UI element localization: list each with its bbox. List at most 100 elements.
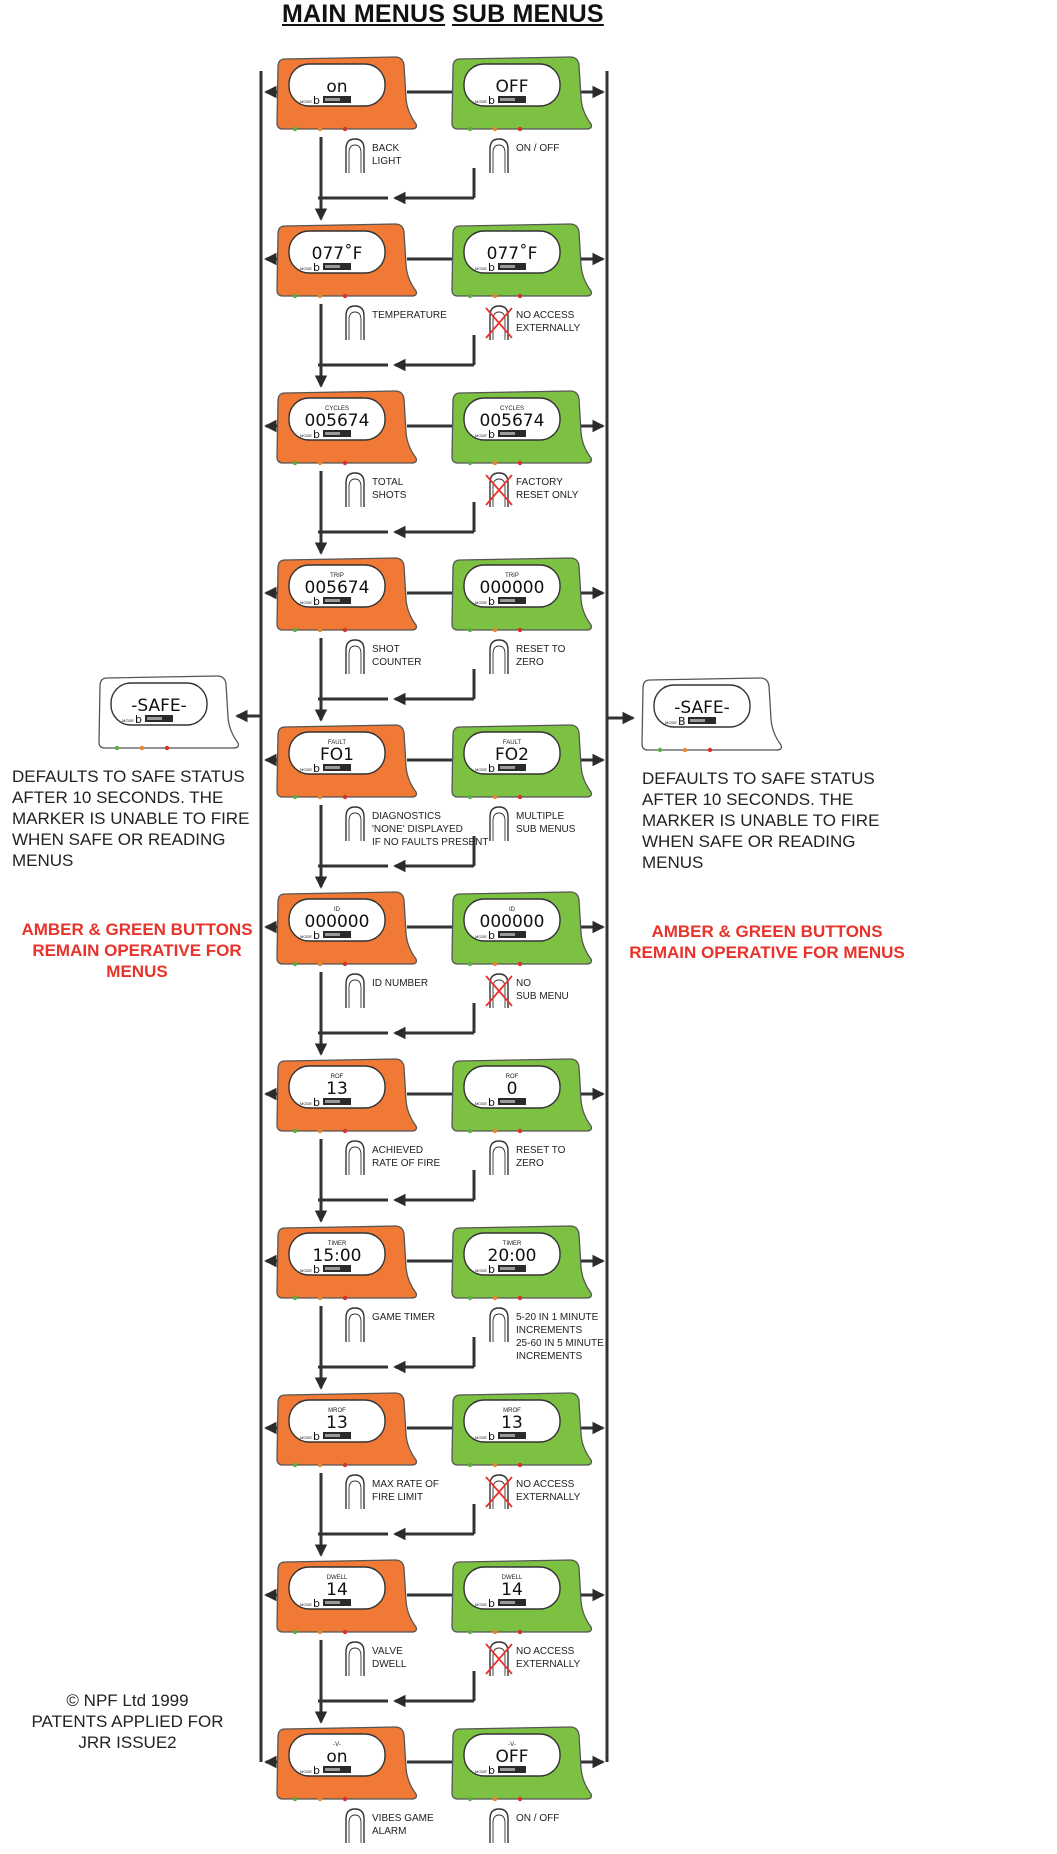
mode-label: MODE [475,767,487,772]
main-menu-caption: TEMPERATURE [372,310,447,321]
sub-menu-caption: NO ACCESS EXTERNALLY [516,310,581,334]
lcd-label: CYCLES [325,406,349,412]
lcd-label: FAULT [503,740,522,746]
press-button-icon [489,1140,509,1175]
lcd-value: 13 [501,1413,523,1433]
green-button-dot [292,1629,298,1635]
red-button-dot [517,627,523,633]
green-button-dot [292,1128,298,1134]
finger-inner [492,812,506,841]
battery-level [325,766,340,769]
mode-label: MODE [475,1602,487,1607]
mode-letter: b [313,762,320,775]
mode-letter: b [313,428,320,441]
amber-button-dot [317,126,323,132]
no-access-cross [485,975,513,1007]
lcd-screen [653,684,751,728]
lcd-value: -SAFE- [674,698,730,718]
finger-inner [348,1146,362,1175]
mode-label: MODE [475,1769,487,1774]
press-button-icon [345,1140,365,1175]
battery-level [500,1434,515,1437]
lcd-value: on [326,77,347,97]
red-button-dot [517,1462,523,1468]
finger-inner [492,1146,506,1175]
lcd-value: 077˚F [312,243,363,264]
mode-label: MODE [300,1268,312,1273]
lcd-label: ROF [506,1074,519,1080]
lcd-label: ROF [331,1074,344,1080]
mode-label: MODE [300,433,312,438]
battery-level [325,1100,340,1103]
lcd-value: 000000 [305,912,370,932]
left-safe-note: DEFAULTS TO SAFE STATUS AFTER 10 SECONDS… [12,767,250,870]
press-button-icon [345,639,365,674]
red-button-dot [517,1128,523,1134]
mode-letter: b [488,762,495,775]
copyright-credit: © NPF Ltd 1999 PATENTS APPLIED FOR JRR I… [0,1690,255,1753]
lcd-value: 15:00 [313,1246,362,1266]
mode-letter: b [488,1263,495,1276]
sub-menu-caption: NO ACCESS EXTERNALLY [516,1479,581,1503]
mode-label: MODE [475,433,487,438]
lcd-label: DWELL [327,1575,348,1581]
battery-level [500,1100,515,1103]
main-menu-caption: TOTAL SHOTS [372,477,407,501]
green-button-dot [292,1796,298,1802]
main-menu-caption: SHOT COUNTER [372,644,422,668]
green-button-dot [467,794,473,800]
lcd-label: DWELL [502,1575,523,1581]
mode-label: MODE [475,934,487,939]
green-button-dot [467,460,473,466]
main-menu-caption: DIAGNOSTICS 'NONE' DISPLAYED IF NO FAULT… [372,811,489,848]
lcd-value: 077˚F [487,243,538,264]
red-button-dot [517,961,523,967]
finger-inner [348,144,362,173]
green-button-dot [467,961,473,967]
no-access-icon [485,1641,513,1676]
red-button-dot [342,1295,348,1301]
red-button-dot [517,794,523,800]
finger-inner [348,812,362,841]
lcd-screen [288,1399,386,1443]
lcd-screen [463,731,561,775]
lcd-screen [463,1566,561,1610]
finger-inner [492,1814,506,1843]
green-button-dot [467,1629,473,1635]
mode-letter: b [313,94,320,107]
green-button-dot [292,293,298,299]
red-button-dot [517,293,523,299]
mode-letter: b [313,261,320,274]
battery-level [325,265,340,268]
press-button-icon [489,1307,509,1342]
sub-menu-caption: FACTORY RESET ONLY [516,477,579,501]
press-button-icon [489,1808,509,1843]
lcd-screen [463,397,561,441]
sub-menu-caption: RESET TO ZERO [516,1145,566,1169]
red-button-dot [342,794,348,800]
lcd-screen [288,1232,386,1276]
battery-level [500,599,515,602]
no-access-cross [485,307,513,339]
lcd-label: ID [334,907,341,913]
lcd-label: -V- [508,1742,516,1748]
green-button-dot [292,794,298,800]
amber-button-dot [317,460,323,466]
sub-menu-caption: NO ACCESS EXTERNALLY [516,1646,581,1670]
green-button-dot [292,1462,298,1468]
mode-label: MODE [300,266,312,271]
main-menu-caption: VIBES GAME ALARM [372,1813,434,1837]
mode-letter: b [135,713,142,726]
lcd-label: CYCLES [500,406,524,412]
mode-label: MODE [475,1101,487,1106]
